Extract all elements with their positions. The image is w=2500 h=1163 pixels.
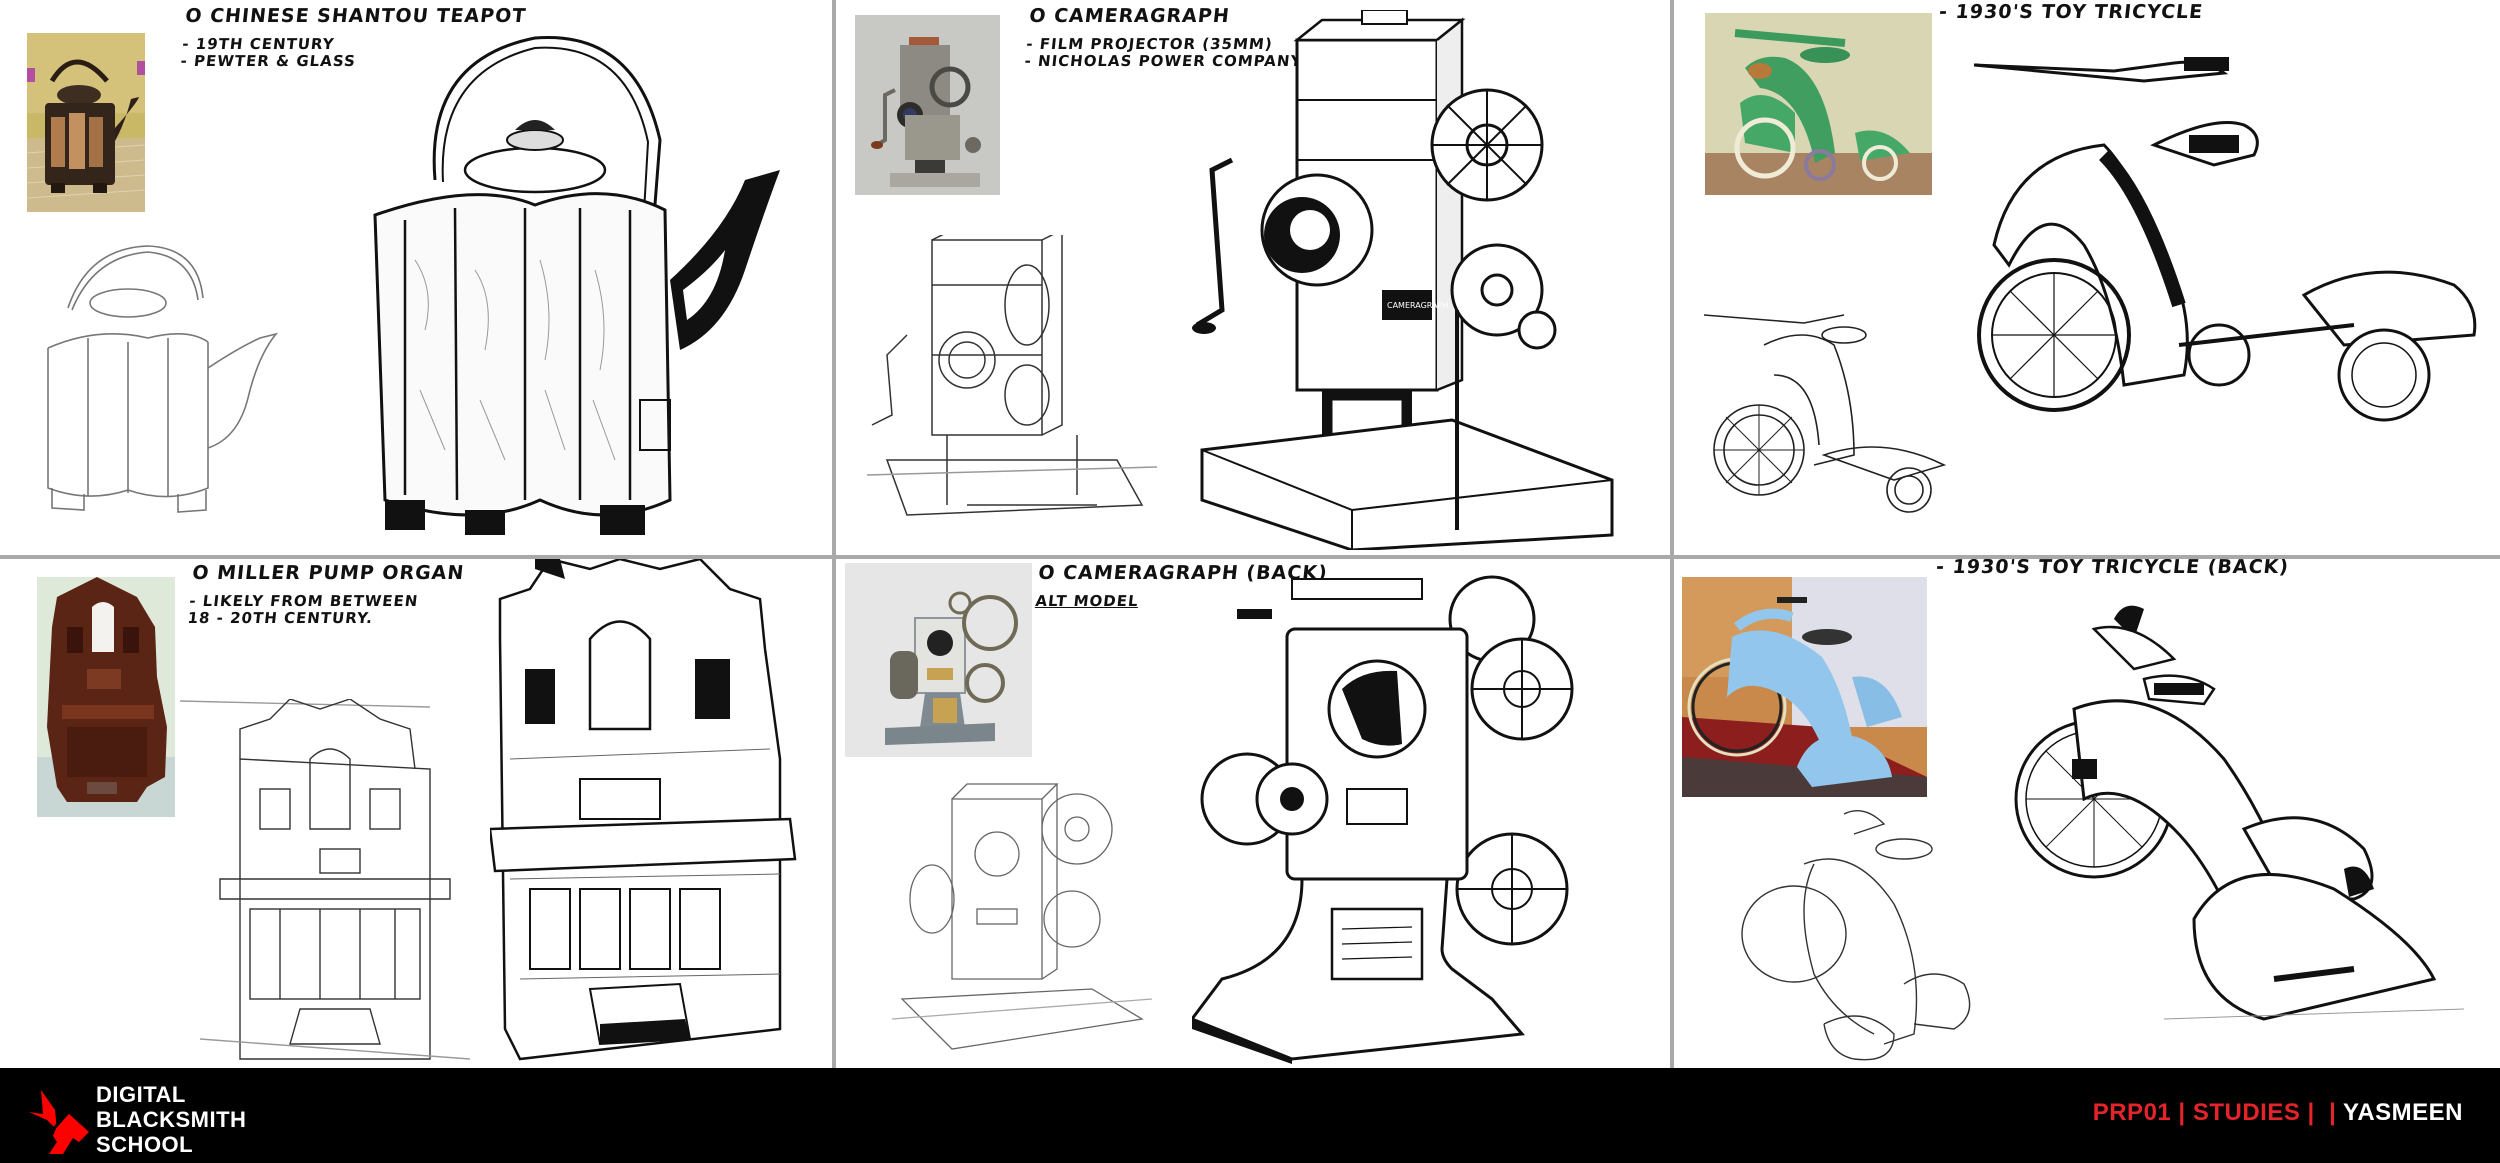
green-tricycle-photo [1705, 13, 1932, 195]
teapot-detailed-sketch [373, 35, 780, 535]
grid-divider-horizontal [0, 555, 2500, 559]
brand-line-2: BLACKSMITH [96, 1107, 247, 1132]
panel-pump-organ: o Miller Pump Organ - Likely from betwee… [0, 559, 833, 1068]
tricycle-rough-sketch [1704, 314, 1947, 513]
svg-text:CAMERAGRAPH: CAMERAGRAPH [1387, 301, 1448, 310]
blue-tricycle-photo [1682, 577, 1927, 797]
blacksmith-hammer-logo-icon [29, 1090, 89, 1154]
tricycle-back-rough-sketch [1741, 810, 1971, 1061]
project-breadcrumb: PRP01 | STUDIES | | YASMEEN [2093, 1099, 2463, 1127]
panel-teapot: o Chinese Shantou Teapot - 19th Century … [0, 0, 833, 555]
teapot-rough-sketch [47, 245, 279, 513]
grid-divider-vertical-1 [832, 0, 836, 1068]
study-sheet: o Chinese Shantou Teapot - 19th Century … [0, 0, 2500, 1068]
panel-cameragraph: o Cameragraph - Film Projector (35mm) - … [837, 0, 1670, 555]
organ-title: o Miller Pump Organ [191, 562, 466, 584]
panel-toy-tricycle-back: - 1930's Toy Tricycle (Back) [1674, 559, 2500, 1068]
panel-cameragraph-back: o Cameragraph (Back) Alt Model [837, 559, 1670, 1068]
teapot-title: o Chinese Shantou Teapot [184, 5, 528, 27]
organ-note-century: 18 - 20th Century. [186, 609, 375, 628]
panel-toy-tricycle: - 1930's Toy Tricycle [1674, 0, 2500, 555]
footer-bar: DIGITAL BLACKSMITH SCHOOL PRP01 | STUDIE… [0, 1068, 2500, 1163]
tricycle-back-notes: - 1930's Toy Tricycle (Back) [1935, 559, 2290, 579]
school-brand: DIGITAL BLACKSMITH SCHOOL [96, 1082, 246, 1157]
tricycle-title: - 1930's Toy Tricycle [1937, 1, 2205, 23]
crumb-separator: | [2171, 1099, 2193, 1126]
teapot-photo [27, 33, 145, 212]
brand-line-1: DIGITAL [96, 1082, 186, 1107]
brand-line-3: SCHOOL [96, 1132, 194, 1157]
crumb-section: STUDIES [2192, 1099, 2301, 1126]
tricycle-back-title: - 1930's Toy Tricycle (Back) [1934, 559, 2291, 578]
cameragraph-detailed-sketch: CAMERAGRAPH [1192, 10, 1614, 550]
camera-back-rough-sketch [892, 783, 1153, 1050]
cameragraph-rough-sketch [867, 235, 1158, 516]
film-projector-photo [855, 15, 1000, 195]
crumb-separator: | [2300, 1099, 2330, 1126]
crumb-author: YASMEEN [2343, 1099, 2463, 1126]
organ-rough-sketch [180, 699, 470, 1060]
tricycle-detailed-sketch [1974, 57, 2477, 422]
crumb-project: PRP01 [2092, 1099, 2172, 1126]
tricycle-back-detailed-sketch [2014, 605, 2465, 1021]
grid-divider-vertical-2 [1670, 0, 1674, 1068]
pump-organ-photo [37, 577, 175, 817]
organ-notes: o Miller Pump Organ - Likely from betwee… [186, 562, 466, 628]
tricycle-notes: - 1930's Toy Tricycle [1937, 1, 2205, 24]
organ-note-era: - Likely from between [188, 591, 420, 610]
organ-detailed-sketch [490, 559, 797, 1061]
camera-back-photo [845, 563, 1032, 757]
camera-back-detailed-sketch [1192, 575, 1574, 1064]
crumb-separator: | [2329, 1099, 2344, 1126]
